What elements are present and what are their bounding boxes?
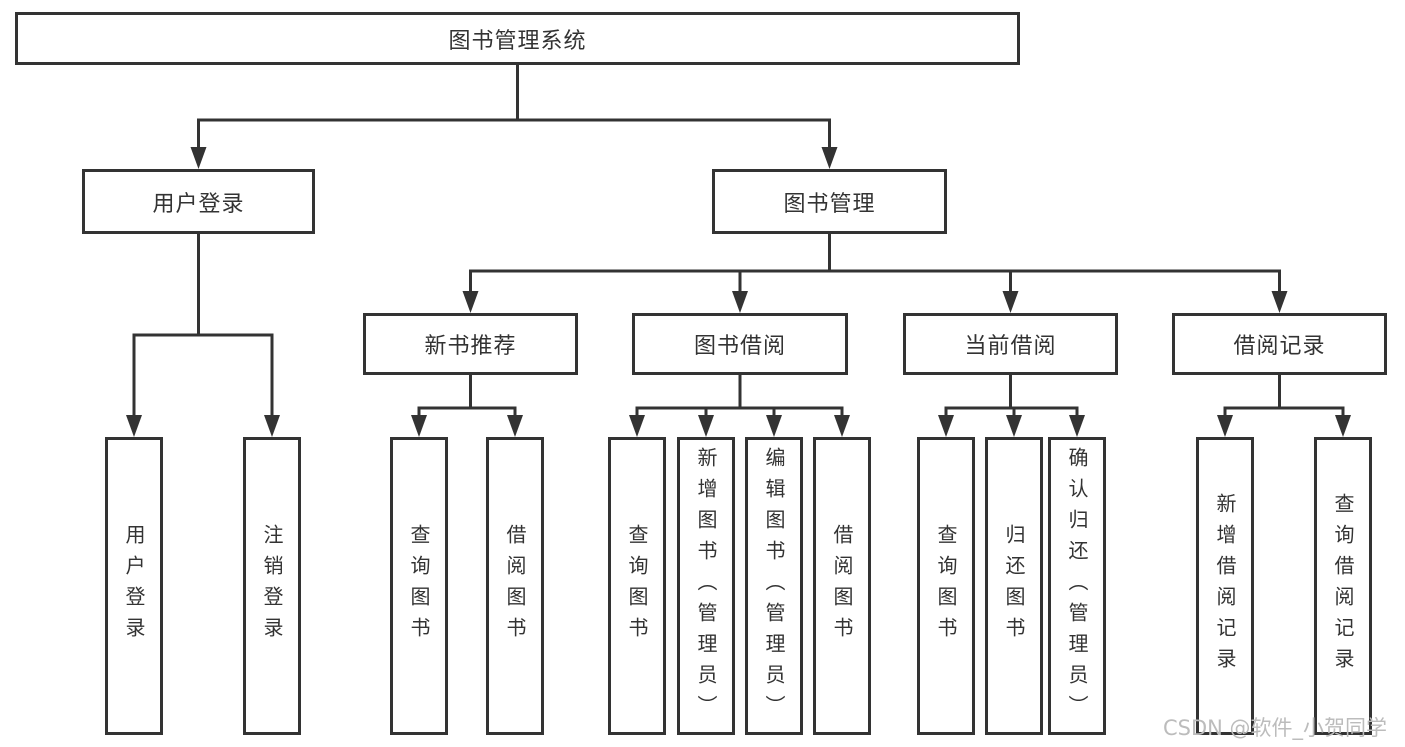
leaf-add-books-admin: 新增图书（管理员）	[677, 437, 735, 735]
node-label: 用户登录	[152, 191, 245, 217]
connector-user-login	[132, 232, 274, 418]
leaf-query-books: 查询图书	[917, 437, 975, 735]
connector-new-book	[417, 373, 517, 418]
leaf-borrow-books: 借阅图书	[486, 437, 544, 735]
leaf-query-borrow-record: 查询借阅记录	[1314, 437, 1372, 735]
leaf-label: 查询借阅记录	[1331, 493, 1355, 679]
arrowheads-level2	[190, 147, 838, 169]
connector-current-borrow	[944, 373, 1079, 418]
connector-borrow-record	[1223, 373, 1345, 418]
leaf-borrow-books: 借阅图书	[813, 437, 871, 735]
node-root-library-system: 图书管理系统	[15, 12, 1020, 65]
leaf-return-books: 归还图书	[985, 437, 1043, 735]
arrowheads-level3	[462, 291, 1288, 313]
connector-book-borrow	[635, 373, 844, 418]
node-new-book-recommend: 新书推荐	[363, 313, 578, 375]
leaf-logout: 注销登录	[243, 437, 301, 735]
leaf-label: 确认归还（管理员）	[1065, 446, 1089, 726]
leaf-label: 新增图书（管理员）	[694, 446, 718, 726]
arrowheads-user-login	[126, 415, 280, 437]
leaf-label: 借阅图书	[503, 524, 527, 648]
leaf-user-login: 用户登录	[105, 437, 163, 735]
node-label: 借阅记录	[1233, 334, 1326, 359]
leaf-label: 借阅图书	[830, 524, 854, 648]
node-borrow-record: 借阅记录	[1172, 313, 1387, 375]
leaf-label: 查询图书	[407, 524, 431, 648]
leaf-label: 编辑图书（管理员）	[762, 446, 786, 726]
node-label: 图书管理系统	[448, 28, 587, 54]
node-book-management: 图书管理	[712, 169, 947, 234]
node-user-login: 用户登录	[82, 169, 315, 234]
leaf-confirm-return-admin: 确认归还（管理员）	[1048, 437, 1106, 735]
csdn-watermark: CSDN @软件_小贺同学	[1163, 716, 1388, 740]
node-label: 图书借阅	[693, 334, 786, 359]
node-label: 新书推荐	[424, 334, 517, 359]
leaf-label: 用户登录	[122, 524, 146, 648]
leaf-label: 注销登录	[260, 524, 284, 648]
node-current-borrow: 当前借阅	[903, 313, 1118, 375]
arrowheads-book-borrow	[629, 415, 850, 437]
arrowheads-new-book	[411, 415, 523, 437]
leaf-add-borrow-record: 新增借阅记录	[1196, 437, 1254, 735]
connector-book-management	[469, 232, 1281, 294]
node-label: 图书管理	[783, 191, 876, 217]
leaf-edit-books-admin: 编辑图书（管理员）	[745, 437, 803, 735]
node-label: 当前借阅	[964, 334, 1057, 359]
leaf-query-books: 查询图书	[608, 437, 666, 735]
leaf-label: 归还图书	[1002, 524, 1026, 648]
leaf-query-books: 查询图书	[390, 437, 448, 735]
leaf-label: 查询图书	[934, 524, 958, 648]
leaf-label: 查询图书	[625, 524, 649, 648]
node-book-borrow: 图书借阅	[632, 313, 848, 375]
leaf-label: 新增借阅记录	[1213, 493, 1237, 679]
arrowheads-current-borrow	[938, 415, 1085, 437]
connector-root-to-level2	[197, 63, 831, 150]
arrowheads-borrow-record	[1217, 415, 1351, 437]
